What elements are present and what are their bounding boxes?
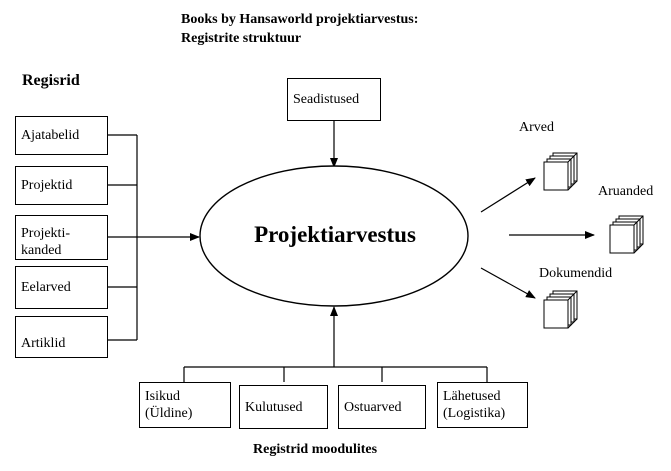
register-box-eelarved: Eelarved bbox=[15, 266, 108, 309]
settings-label: Seadistused bbox=[293, 92, 360, 107]
output-label-dokumendid: Dokumendid bbox=[539, 266, 613, 281]
module-box-kulutused: Kulutused bbox=[239, 385, 328, 429]
diagram-title-line1: Books by Hansaworld projektiarvestus: bbox=[181, 12, 419, 27]
output-label-aruanded: Aruanded bbox=[598, 184, 654, 199]
register-label: Artiklid bbox=[21, 336, 66, 351]
module-box-isikud: Isikud (Üldine) bbox=[139, 382, 231, 428]
bottom-group-caption: Registrid moodulites bbox=[253, 442, 378, 457]
register-box-projektid: Projektid bbox=[15, 166, 108, 205]
diagram-title: Books by Hansaworld projektiarvestus: Re… bbox=[181, 10, 418, 48]
aruanded-doc-stack-icon bbox=[609, 215, 644, 254]
arved-doc-stack-icon bbox=[543, 152, 578, 191]
module-label: Kulutused bbox=[245, 399, 303, 415]
register-label: Eelarved bbox=[21, 280, 71, 295]
register-box-ajatabelid: Ajatabelid bbox=[15, 116, 108, 155]
center-label: Projektiarvestus bbox=[254, 222, 416, 247]
register-label: Ajatabelid bbox=[21, 128, 80, 143]
module-label: Lähetused (Logistika) bbox=[443, 389, 506, 421]
register-box-artiklid: Artiklid bbox=[15, 316, 108, 358]
settings-box: Seadistused bbox=[287, 78, 381, 121]
diagram-title-line2: Registrite struktuur bbox=[181, 31, 302, 46]
output-label-arved: Arved bbox=[519, 120, 554, 135]
module-box-ostuarved: Ostuarved bbox=[338, 385, 426, 429]
module-label: Isikud (Üldine) bbox=[145, 389, 193, 421]
register-label: Projektid bbox=[21, 178, 73, 193]
module-box-lahetused: Lähetused (Logistika) bbox=[437, 382, 528, 428]
left-group-heading: Regisrid bbox=[22, 72, 80, 89]
register-label: Projekti- kanded bbox=[21, 226, 70, 258]
dokumendid-doc-stack-icon bbox=[543, 290, 578, 329]
module-label: Ostuarved bbox=[344, 399, 402, 415]
register-box-projekti-kanded: Projekti- kanded bbox=[15, 215, 108, 260]
